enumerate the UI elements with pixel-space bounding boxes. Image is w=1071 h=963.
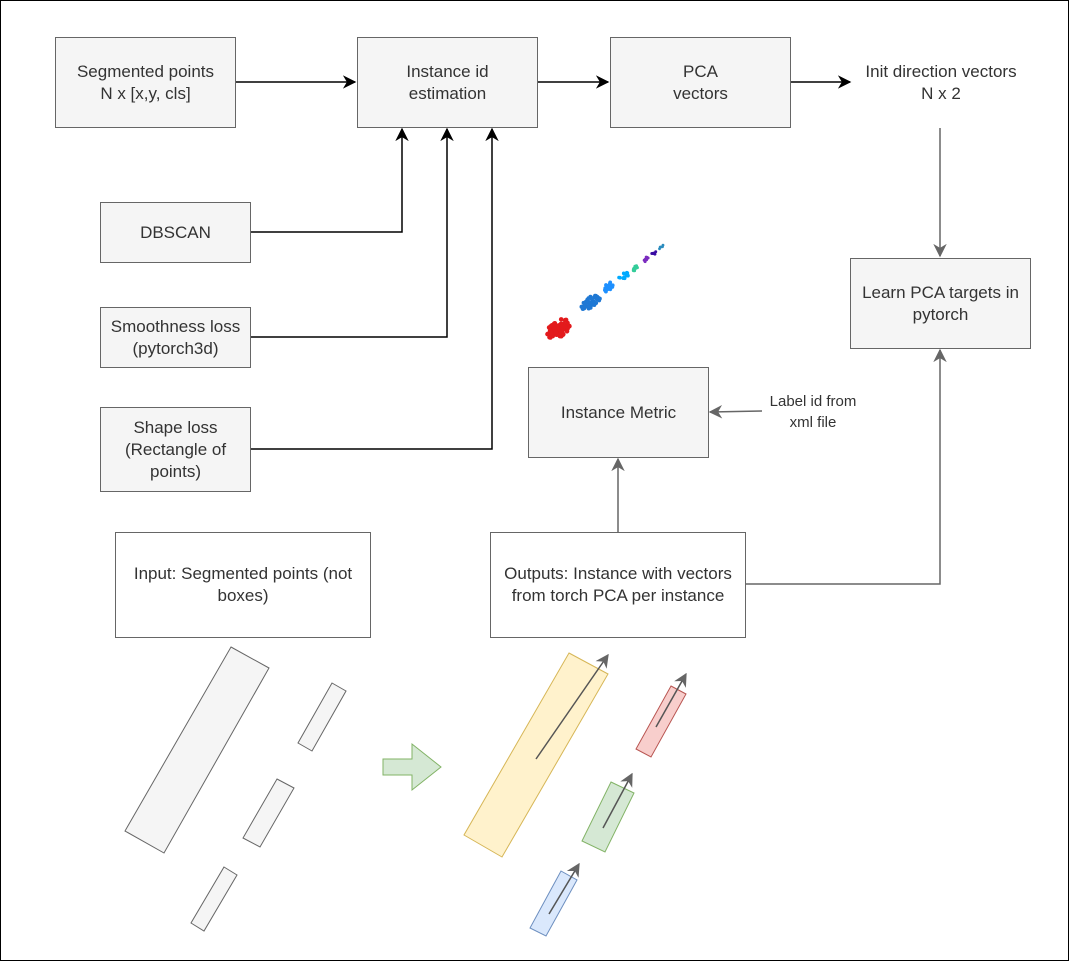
edge-shape-to-instance-id (250, 127, 499, 450)
point-cloud-dot (618, 275, 622, 280)
input-segment-large (124, 646, 270, 854)
init-direction-label: Init direction vectors N x 2 (865, 62, 1017, 103)
edge-dbscan-to-instance-id (250, 127, 409, 233)
point-cloud-dot (565, 320, 570, 326)
instance-metric-box: Instance Metric (528, 367, 709, 458)
point-cloud-dot (625, 273, 629, 278)
input-segment-small-3 (190, 866, 238, 932)
segmented-points-box: Segmented points N x [x,y, cls] (55, 37, 236, 128)
edge-outputs-to-learn-pca (745, 348, 947, 585)
point-cloud-dot (546, 325, 552, 330)
learn-pca-targets-box: Learn PCA targets in pytorch (850, 258, 1031, 349)
point-cloud-dot (652, 251, 656, 255)
point-cloud-dot (553, 329, 559, 335)
direction-vector-yellow (535, 653, 609, 760)
point-cloud-dot (556, 326, 561, 332)
point-cloud-dot (608, 287, 613, 292)
point-cloud-dot (658, 247, 661, 251)
point-cloud-dot (594, 296, 599, 301)
pca-vectors-box: PCA vectors (610, 37, 791, 128)
point-cloud-dot (633, 264, 637, 268)
point-cloud-dot (608, 280, 613, 285)
output-segment-green (581, 781, 635, 853)
point-cloud-dot (604, 283, 608, 287)
point-cloud-dot (592, 303, 597, 307)
point-cloud-dot (621, 276, 626, 281)
edge-label-id-to-instance-metric (708, 405, 763, 419)
shape-loss-box: Shape loss (Rectangle of points) (100, 407, 251, 492)
input-segment-small-2 (242, 778, 295, 848)
edge-smoothness-to-instance-id (250, 127, 454, 338)
point-cloud-dot (661, 243, 665, 247)
point-cloud-dot (644, 255, 648, 259)
output-segment-yellow (463, 652, 609, 858)
point-cloud-dot (588, 300, 593, 305)
outputs-description-box: Outputs: Instance with vectors from torc… (490, 532, 746, 638)
smoothness-loss-box: Smoothness loss (pytorch3d) (100, 307, 251, 368)
point-cloud-dot (586, 296, 591, 301)
direction-vector-red (655, 672, 687, 728)
point-cloud-dot (562, 324, 568, 329)
direction-vector-blue (548, 862, 580, 915)
point-cloud-dot (642, 258, 646, 262)
point-cloud-dot (545, 331, 550, 337)
direction-vector-green (602, 772, 633, 829)
output-segment-blue (529, 870, 578, 937)
point-cloud-dot (604, 289, 608, 294)
point-cloud-dot (621, 271, 626, 276)
point-cloud-dot (580, 306, 585, 311)
point-cloud-dot (549, 332, 554, 337)
point-cloud-dot (583, 301, 588, 306)
point-cloud-dot (558, 329, 564, 335)
point-cloud-dot (659, 245, 663, 249)
input-description-box: Input: Segmented points (not boxes) (115, 532, 371, 638)
label-id-label: Label id from xml file (769, 393, 857, 431)
output-segment-red (635, 685, 687, 758)
input-segment-small-1 (297, 682, 347, 752)
point-cloud-dot (587, 304, 592, 309)
point-cloud-dot (589, 297, 594, 302)
point-cloud-dot (633, 267, 637, 271)
instance-id-estimation-box: Instance id estimation (357, 37, 538, 128)
dbscan-box: DBSCAN (100, 202, 251, 263)
transform-arrow (382, 742, 442, 792)
point-cloud-image (545, 243, 665, 340)
point-cloud-dot (558, 317, 564, 322)
